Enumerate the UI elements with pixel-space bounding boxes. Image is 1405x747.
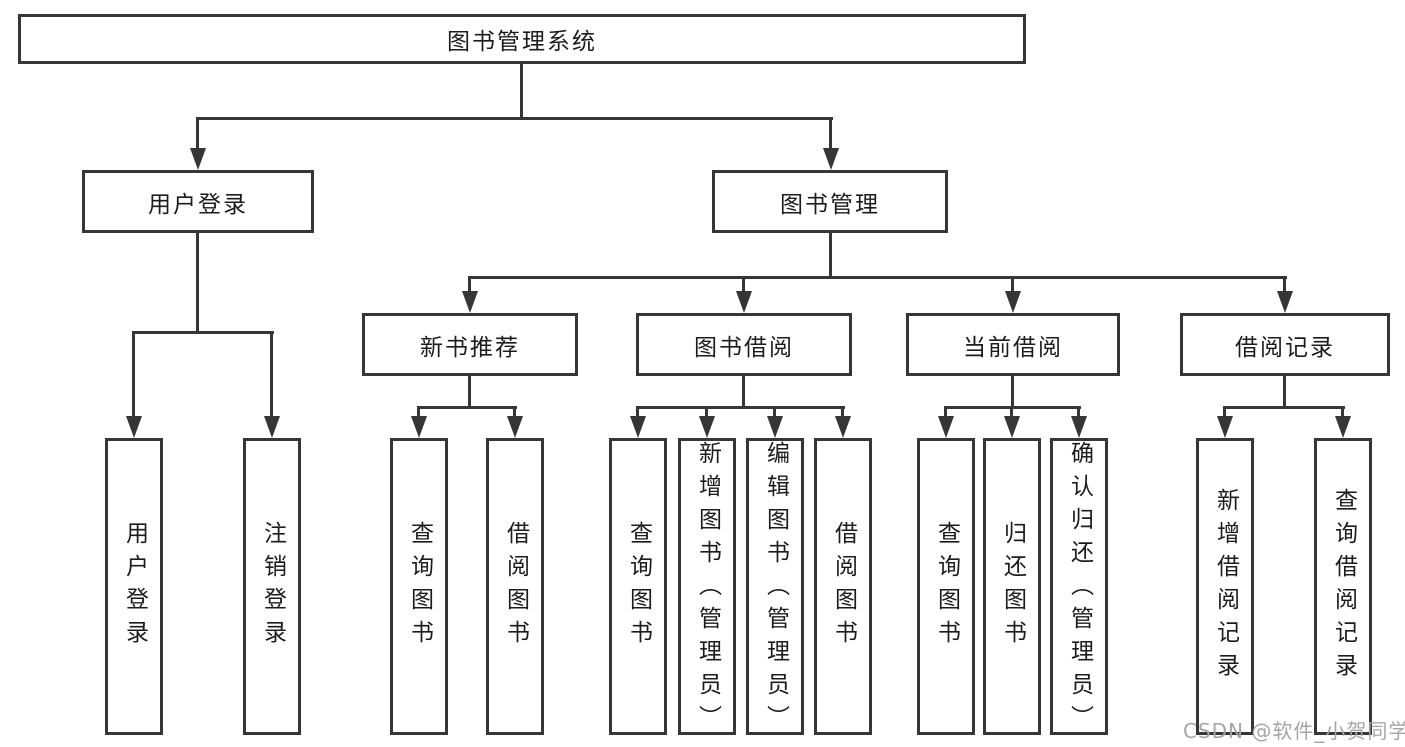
node-label: 图书管理 (780, 191, 880, 218)
connector-line (1283, 376, 1286, 409)
node-label: 新书推荐 (420, 334, 520, 361)
leaf-user-login: 用户登录 (105, 438, 163, 735)
node-book-borrowing: 图书借阅 (636, 313, 852, 376)
leaf-nb-query-books: 查询图书 (390, 438, 448, 735)
arrow-down-icon (736, 291, 752, 313)
arrow-down-icon (126, 416, 142, 438)
connector-line (1010, 406, 1013, 417)
node-new-book-recommendation: 新书推荐 (362, 313, 578, 376)
leaf-label: 查询借阅记录 (1330, 487, 1357, 686)
connector-line (773, 406, 776, 417)
arrow-down-icon (1004, 416, 1020, 438)
leaf-label: 注销登录 (259, 520, 286, 653)
connector-line (513, 406, 516, 417)
connector-line (1011, 376, 1014, 409)
leaf-bb-add-books-admin: 新增图书（管理员） (678, 438, 736, 738)
node-label: 图书管理系统 (447, 29, 597, 55)
leaf-cb-confirm-return-admin: 确认归还（管理员） (1050, 438, 1108, 738)
arrow-down-icon (462, 291, 478, 313)
connector-line (1223, 406, 1345, 409)
connector-line (468, 276, 1287, 279)
leaf-label: 查询图书 (406, 520, 433, 653)
leaf-bb-borrow-books: 借阅图书 (814, 438, 872, 735)
watermark: CSDN @软件_小贺同学 (1183, 719, 1405, 743)
leaf-label: 新增借阅记录 (1212, 487, 1239, 686)
arrow-down-icon (630, 416, 646, 438)
connector-line (841, 406, 844, 417)
arrow-down-icon (411, 416, 427, 438)
arrow-down-icon (835, 416, 851, 438)
connector-line (196, 117, 199, 150)
leaf-br-query-record: 查询借阅记录 (1314, 438, 1372, 735)
leaf-label: 查询图书 (625, 520, 652, 653)
connector-line (705, 406, 708, 417)
connector-line (468, 276, 471, 293)
connector-line (1283, 276, 1286, 293)
connector-line (132, 331, 274, 334)
arrow-down-icon (699, 416, 715, 438)
connector-line (636, 406, 845, 409)
leaf-label: 借阅图书 (502, 520, 529, 653)
node-library-management-system: 图书管理系统 (18, 14, 1026, 64)
node-label: 图书借阅 (694, 334, 794, 361)
leaf-cb-query-books: 查询图书 (917, 438, 975, 735)
connector-line (742, 276, 745, 293)
connector-line (742, 376, 745, 409)
leaf-label: 借阅图书 (830, 520, 857, 653)
connector-line (1011, 276, 1014, 293)
leaf-label: 用户登录 (121, 520, 148, 653)
arrow-down-icon (1217, 416, 1233, 438)
node-label: 借阅记录 (1235, 334, 1335, 361)
node-book-management: 图书管理 (712, 170, 948, 233)
connector-line (520, 64, 523, 120)
connector-line (270, 331, 273, 417)
arrow-down-icon (1071, 416, 1087, 438)
arrow-down-icon (767, 416, 783, 438)
connector-line (417, 406, 420, 417)
arrow-down-icon (1277, 291, 1293, 313)
node-user-login: 用户登录 (82, 170, 314, 233)
leaf-label: 归还图书 (999, 520, 1026, 653)
leaf-label: 新增图书（管理员） (694, 441, 721, 738)
connector-line (829, 233, 832, 279)
connector-line (132, 331, 135, 417)
node-label: 用户登录 (148, 191, 248, 218)
leaf-bb-edit-books-admin: 编辑图书（管理员） (746, 438, 804, 738)
leaf-label: 确认归还（管理员） (1066, 441, 1093, 738)
leaf-cb-return-books: 归还图书 (983, 438, 1041, 735)
arrow-down-icon (190, 148, 206, 170)
connector-line (417, 406, 517, 409)
arrow-down-icon (823, 148, 839, 170)
connector-line (829, 117, 832, 150)
leaf-br-add-record: 新增借阅记录 (1196, 438, 1254, 735)
connector-line (1341, 406, 1344, 417)
connector-line (636, 406, 639, 417)
leaf-logout: 注销登录 (243, 438, 301, 735)
node-borrowing-records: 借阅记录 (1180, 313, 1390, 376)
leaf-label: 查询图书 (933, 520, 960, 653)
arrow-down-icon (264, 416, 280, 438)
connector-line (468, 376, 471, 409)
leaf-label: 编辑图书（管理员） (762, 441, 789, 738)
node-current-borrowing: 当前借阅 (906, 313, 1120, 376)
arrow-down-icon (507, 416, 523, 438)
leaf-nb-borrow-books: 借阅图书 (486, 438, 544, 735)
arrow-down-icon (1335, 416, 1351, 438)
connector-line (196, 117, 833, 120)
leaf-bb-query-books: 查询图书 (609, 438, 667, 735)
arrow-down-icon (938, 416, 954, 438)
connector-line (944, 406, 947, 417)
connector-line (1223, 406, 1226, 417)
connector-line (196, 233, 199, 334)
arrow-down-icon (1005, 291, 1021, 313)
connector-line (1077, 406, 1080, 417)
node-label: 当前借阅 (963, 334, 1063, 361)
